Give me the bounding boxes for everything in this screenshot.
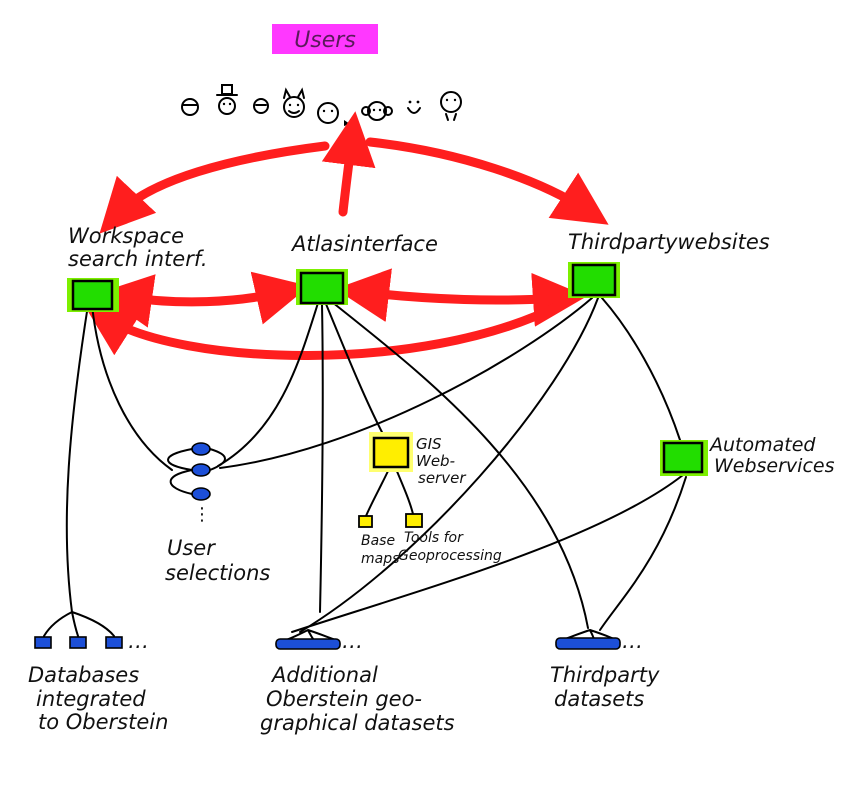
node-tools: Tools for Geoprocessing (398, 513, 502, 564)
tools-label: Tools for Geoprocessing (398, 530, 502, 564)
face-icon (181, 98, 199, 116)
line-thirdparty-additional (299, 297, 599, 633)
line-gis-basemaps (365, 468, 390, 517)
user-icons-row (181, 84, 462, 126)
thirdparty-box (571, 263, 617, 297)
node-userselections: ⋮ User selections (165, 442, 270, 585)
users-title-text: Users (294, 28, 356, 53)
users-title-highlight (272, 24, 378, 54)
atlas-label: Atlasinterface (290, 232, 438, 256)
line-databases-fan (43, 611, 115, 637)
line-workspace-userselections (91, 304, 173, 471)
node-gis: GIS Web- server (369, 432, 466, 487)
dataset-item (105, 636, 123, 649)
workspace-label: Workspace search interf. (68, 224, 208, 271)
cat-face-icon (283, 87, 305, 118)
basemaps-label: Base maps (361, 533, 400, 567)
dataset-item (34, 636, 52, 649)
gis-label: GIS Web- server (416, 435, 466, 487)
userselection-item (191, 442, 211, 456)
line-atlas-gis (325, 303, 386, 439)
arrow-workspace-thirdparty-loop (83, 301, 563, 360)
line-thirdparty-automated (601, 297, 681, 441)
dataset-item (275, 638, 341, 650)
dataset-group-additional: … Additional Oberstein geo- graphical da… (260, 629, 455, 735)
thirdpartydata-label: Thirdparty datasets (550, 663, 666, 711)
users-title: Users (272, 24, 378, 54)
face-icon (361, 101, 393, 121)
workspace-box (71, 279, 114, 311)
dataset-item (69, 636, 87, 649)
userselection-item (191, 487, 211, 501)
tools-box (405, 513, 423, 528)
atlas-box (299, 271, 345, 305)
node-atlas: Atlasinterface (290, 232, 438, 305)
gis-box (372, 436, 410, 469)
basemaps-box (358, 515, 373, 528)
face-icon (440, 91, 462, 121)
dataset-item (555, 637, 621, 650)
node-workspace: Workspace search interf. (67, 224, 208, 312)
red-arrows (83, 111, 609, 360)
dataset-group-databases: … Databases integrated to Oberstein (28, 629, 168, 734)
connector-lines (43, 297, 687, 641)
dataset-ellipsis: … (342, 629, 363, 653)
arrow-users-workspace (99, 141, 330, 234)
dataset-ellipsis: … (128, 629, 149, 653)
dataset-group-thirdparty: … Thirdparty datasets (550, 629, 666, 711)
userselections-ellipsis: ⋮ (193, 504, 211, 525)
automated-box (662, 441, 704, 474)
line-atlas-thirdpartydata (331, 301, 589, 629)
line-workspace-databases (65, 304, 89, 613)
arrow-atlas-thirdparty (335, 268, 587, 327)
userselections-label: User selections (165, 536, 270, 585)
arrow-users-thirdparty (365, 137, 609, 225)
node-thirdparty: Thirdpartywebsites (568, 230, 770, 298)
databases-label: Databases integrated to Oberstein (28, 663, 168, 734)
smile-icon (407, 100, 421, 114)
arrow-users-atlas (321, 111, 376, 217)
userselection-brackets (167, 448, 226, 495)
line-atlas-userselections (217, 302, 319, 467)
node-basemaps: Base maps (358, 515, 400, 567)
face-icon (253, 98, 269, 114)
face-icon (317, 102, 350, 126)
additional-label: Additional Oberstein geo- graphical data… (260, 663, 455, 735)
line-thirdparty-userselections (219, 297, 593, 469)
dataset-ellipsis: … (622, 629, 643, 653)
arrow-workspace-atlas (98, 271, 310, 328)
hat-face-icon (216, 84, 238, 115)
line-automated-thirdpartydata (599, 476, 687, 631)
line-automated-additional (291, 474, 684, 633)
line-atlas-additional (319, 303, 324, 613)
line-gis-tools (395, 468, 414, 515)
userselection-item (191, 463, 211, 477)
node-automated: Automated Webservices (660, 434, 835, 477)
automated-label: Automated Webservices (708, 434, 835, 477)
thirdparty-label: Thirdpartywebsites (568, 230, 770, 254)
